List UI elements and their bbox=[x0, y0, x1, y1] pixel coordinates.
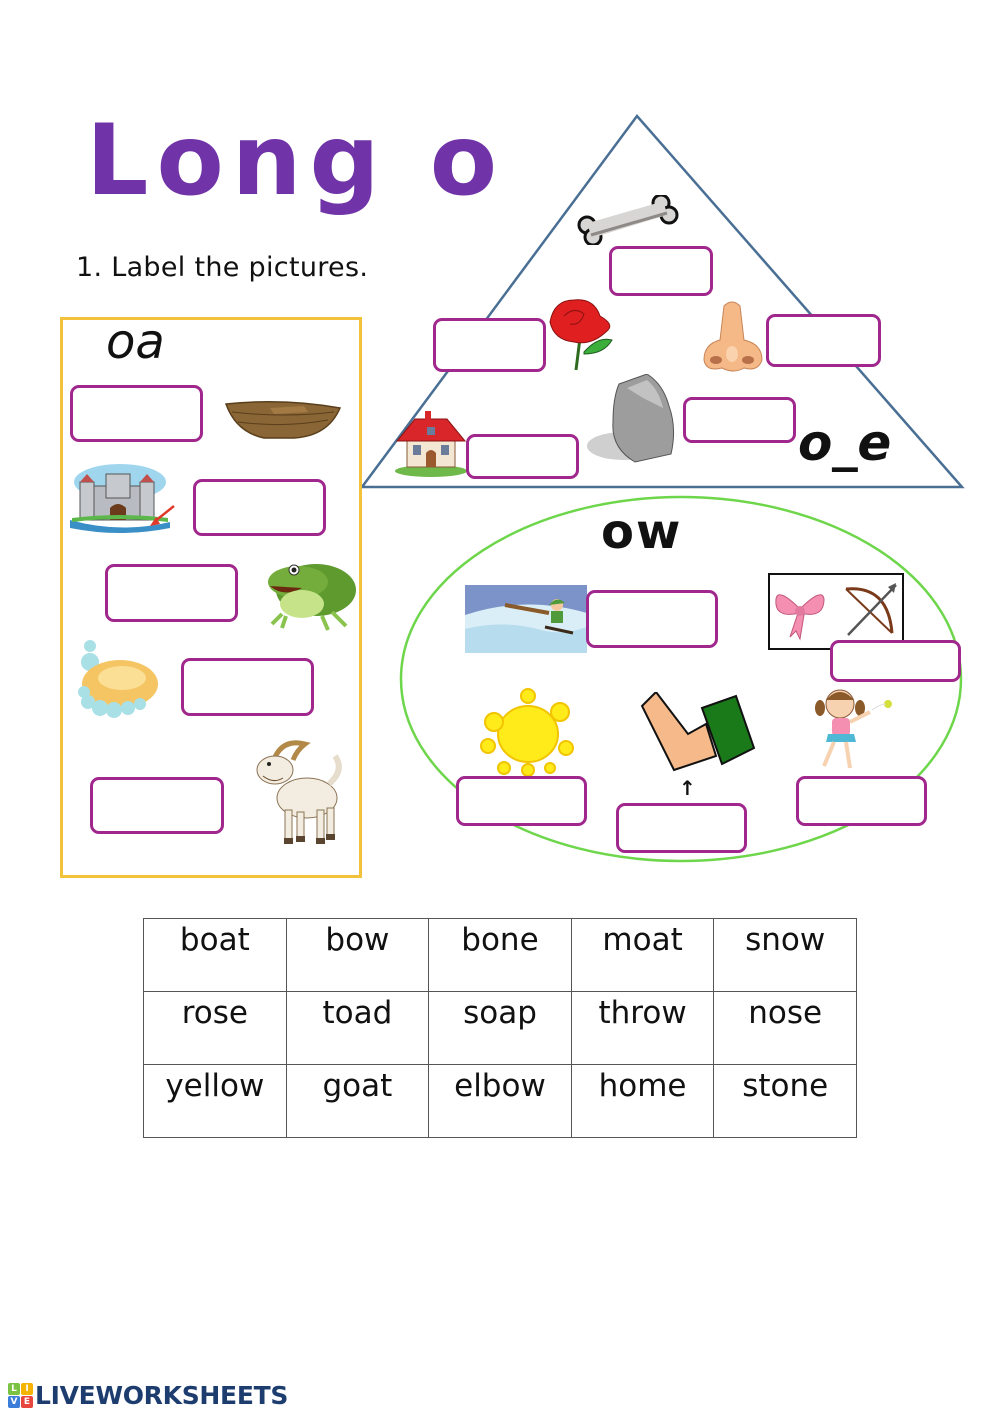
oa-group-label: oa bbox=[106, 314, 165, 370]
instruction-text: 1. Label the pictures. bbox=[76, 252, 369, 283]
logo-badge-letter: I bbox=[21, 1383, 33, 1395]
answer-input-elbow[interactable] bbox=[616, 803, 747, 853]
elbow-icon bbox=[640, 692, 756, 772]
stone-icon bbox=[587, 374, 675, 463]
rose-icon bbox=[549, 299, 613, 371]
word-bank-cell: bone bbox=[428, 918, 572, 992]
word-bank-row: yellow goat elbow home stone bbox=[143, 1064, 857, 1138]
word-bank-table: boat bow bone moat snow rose toad soap t… bbox=[143, 918, 857, 1138]
answer-input-stone[interactable] bbox=[683, 397, 796, 443]
logo-badge-letter: V bbox=[8, 1396, 20, 1408]
answer-input-bow[interactable] bbox=[830, 640, 961, 682]
answer-input-moat[interactable] bbox=[193, 479, 326, 536]
goat-icon bbox=[256, 740, 342, 844]
answer-input-bone[interactable] bbox=[609, 246, 713, 296]
word-bank-cell: stone bbox=[713, 1064, 857, 1138]
word-bank-cell: elbow bbox=[428, 1064, 572, 1138]
answer-input-snow[interactable] bbox=[586, 590, 718, 648]
yellow-splash-icon bbox=[480, 688, 574, 777]
oa-panel bbox=[60, 317, 362, 878]
word-bank-cell: nose bbox=[713, 991, 857, 1065]
ow-group-label: ow bbox=[601, 504, 683, 560]
word-bank-cell: toad bbox=[285, 991, 430, 1065]
word-bank-cell: bow bbox=[285, 918, 430, 992]
answer-input-home[interactable] bbox=[466, 434, 579, 479]
snow-sledding-icon bbox=[465, 585, 587, 653]
oe-triangle bbox=[359, 114, 965, 489]
word-bank-cell: throw bbox=[570, 991, 715, 1065]
answer-input-goat[interactable] bbox=[90, 777, 224, 834]
word-bank-cell: boat bbox=[143, 918, 287, 992]
oe-group-label: o_e bbox=[798, 414, 892, 472]
answer-input-boat[interactable] bbox=[70, 385, 203, 442]
soap-icon bbox=[78, 640, 158, 718]
castle-moat-icon bbox=[70, 464, 175, 533]
girl-throwing-icon bbox=[815, 689, 892, 769]
live-badge-icon: L I V E bbox=[8, 1383, 33, 1408]
logo-text: LIVEWORKSHEETS bbox=[35, 1381, 289, 1410]
word-bank-cell: home bbox=[570, 1064, 715, 1138]
ow-ellipse bbox=[399, 495, 963, 863]
bow-ribbon-and-bow-arrow-icon bbox=[768, 573, 904, 650]
word-bank-cell: soap bbox=[428, 991, 572, 1065]
word-bank-row: boat bow bone moat snow bbox=[143, 918, 857, 992]
answer-input-throw[interactable] bbox=[796, 776, 927, 826]
word-bank-cell: rose bbox=[143, 991, 287, 1065]
answer-input-nose[interactable] bbox=[766, 314, 881, 367]
boat-icon bbox=[224, 401, 342, 439]
elbow-pointer-arrow-icon: ↑ bbox=[679, 776, 696, 800]
word-bank-row: rose toad soap throw nose bbox=[143, 991, 857, 1065]
answer-input-toad[interactable] bbox=[105, 564, 238, 622]
word-bank-cell: moat bbox=[570, 918, 715, 992]
answer-input-soap[interactable] bbox=[181, 658, 314, 716]
word-bank-cell: goat bbox=[285, 1064, 430, 1138]
home-icon bbox=[395, 411, 467, 477]
word-bank-cell: yellow bbox=[143, 1064, 287, 1138]
answer-input-yellow[interactable] bbox=[456, 776, 587, 826]
logo-badge-letter: E bbox=[21, 1396, 33, 1408]
liveworksheets-logo[interactable]: L I V E LIVEWORKSHEETS bbox=[8, 1381, 288, 1410]
bone-icon bbox=[577, 195, 679, 245]
page-title: Long o bbox=[86, 104, 506, 218]
nose-icon bbox=[703, 301, 763, 372]
word-bank-cell: snow bbox=[713, 918, 857, 992]
answer-input-rose[interactable] bbox=[433, 318, 546, 372]
toad-icon bbox=[268, 564, 356, 631]
logo-badge-letter: L bbox=[8, 1383, 20, 1395]
